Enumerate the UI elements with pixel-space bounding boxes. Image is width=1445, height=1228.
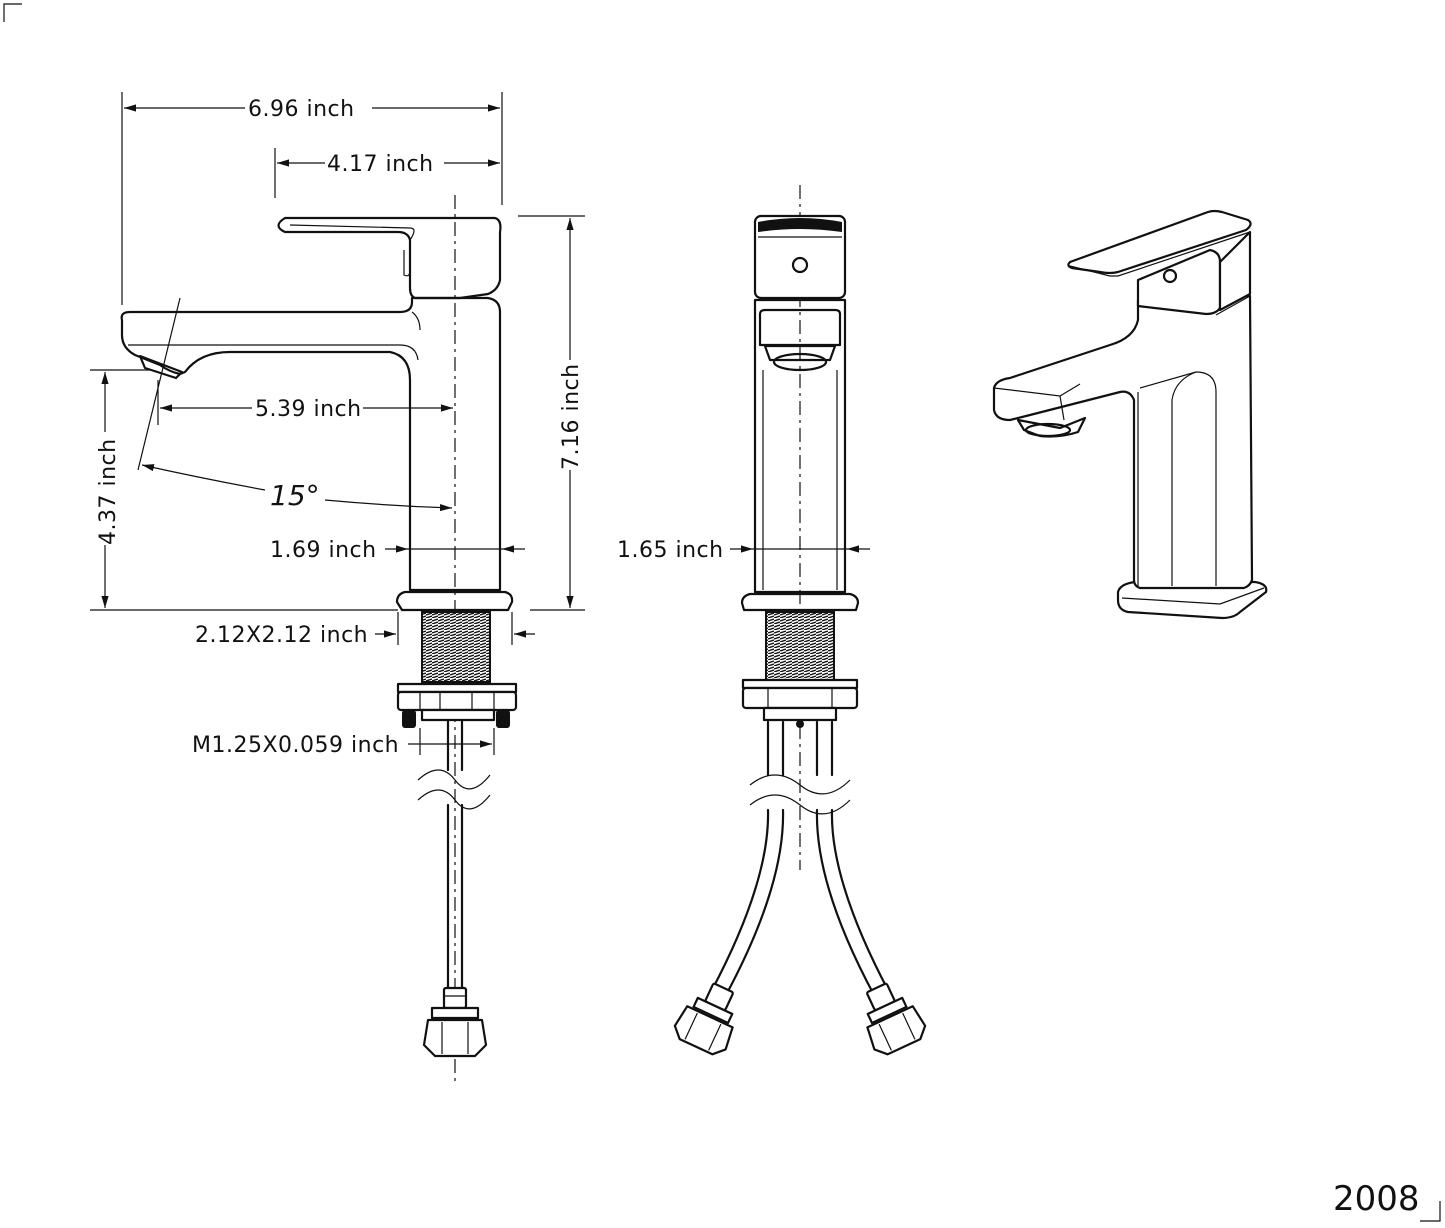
dim-thread: M1.25X0.059 inch: [192, 733, 399, 758]
side-view-hose: [417, 718, 491, 1058]
iso-body: [992, 294, 1254, 590]
side-view-mounting-nut: [396, 682, 518, 728]
front-view-base: [740, 592, 860, 612]
isometric-view-faucet: [992, 209, 1268, 620]
side-view-body: [120, 296, 502, 592]
dim-total-width: 6.96 inch: [248, 97, 355, 122]
dim-base-size: 2.12X2.12 inch: [195, 623, 368, 648]
front-view-faucet: [673, 185, 927, 1056]
dim-spout-to-center: 4.17 inch: [327, 152, 434, 177]
front-view-dimensions: 1.65 inch: [617, 538, 870, 563]
front-view-hoses: [673, 720, 927, 1056]
side-view-threaded-shank: [421, 611, 491, 683]
side-view-aerator: [138, 354, 184, 380]
dim-body-width-side: 1.69 inch: [270, 538, 377, 563]
dim-body-width-front: 1.65 inch: [617, 538, 724, 563]
front-view-threaded-shank: [765, 611, 835, 683]
iso-lever: [1067, 209, 1252, 275]
dim-spout-reach: 5.39 inch: [255, 397, 362, 422]
front-view-mounting-nut: [741, 678, 859, 728]
dim-spout-height: 4.37 inch: [96, 438, 121, 545]
side-view-base: [395, 590, 514, 612]
model-code: 2008: [1333, 1179, 1420, 1219]
page-corner-marks: [3, 3, 1441, 1222]
dim-angle: 15°: [270, 479, 320, 512]
side-view-faucet: [120, 195, 518, 1085]
side-view-dimensions: 6.96 inch 4.17 inch 5.39 inch 7.16 inch …: [90, 92, 585, 758]
side-view-handle: [277, 216, 502, 300]
front-view-body: [753, 298, 847, 594]
iso-base-plate: [1116, 580, 1268, 620]
dim-height-total: 7.16 inch: [559, 363, 584, 470]
